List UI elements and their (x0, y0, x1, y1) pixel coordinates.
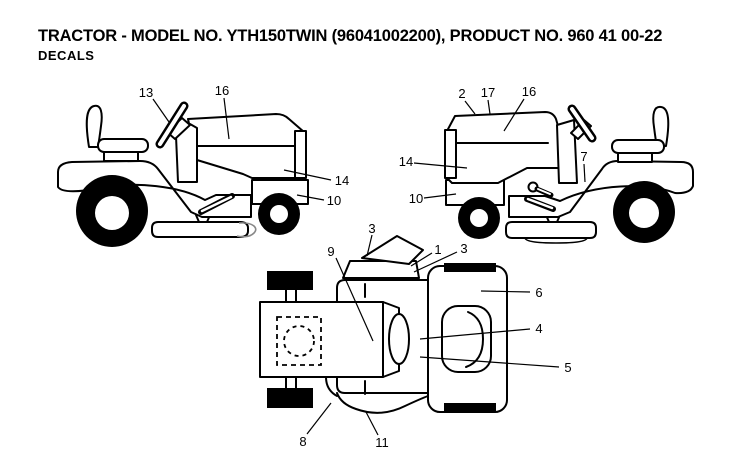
mower-deck (151, 221, 249, 238)
leader-line (487, 99, 491, 115)
mower-deck (505, 221, 597, 239)
grille-bar (294, 130, 307, 179)
callout-13: 13 (139, 85, 153, 100)
lift-lever-inner (526, 197, 554, 210)
rear-wheel-hub (629, 198, 659, 228)
steering-wheel-inner (158, 104, 186, 146)
deck-bulge-arc (336, 392, 429, 414)
page-title: TRACTOR - MODEL NO. YTH150TWIN (96041002… (38, 27, 663, 45)
top-view: 9 3 1 3 6 4 5 8 11 (259, 221, 572, 450)
deck-bulge-corner (325, 376, 338, 397)
front-wheel-hub (470, 209, 488, 227)
seat-cushion (611, 139, 665, 154)
callout-11: 11 (375, 435, 389, 450)
callout-2: 2 (458, 86, 465, 101)
axle-lines (285, 289, 297, 389)
callout-16: 16 (215, 83, 229, 98)
front-wheel-top (267, 271, 313, 290)
fuel-cap-dashed (283, 325, 315, 357)
front-wheel-hub (270, 205, 288, 223)
rear-wheel-bottom (444, 403, 496, 412)
front-wheel-bottom (267, 388, 313, 408)
leader-line (306, 402, 332, 435)
callout-8: 8 (299, 434, 306, 449)
deck-skirt (524, 237, 588, 244)
seat-back (85, 104, 103, 148)
leader-line (419, 356, 560, 368)
leader-line (503, 98, 525, 132)
seat-back-curve (465, 311, 484, 368)
page-subtitle: DECALS (38, 48, 95, 63)
grille-bar (444, 129, 457, 179)
callout-10: 10 (409, 191, 423, 206)
right-side-view: 2 17 16 14 10 7 (399, 84, 694, 244)
hood (446, 111, 561, 184)
callout-1: 1 (434, 242, 441, 257)
leader-line (413, 251, 458, 273)
callout-3b: 3 (460, 241, 467, 256)
callout-5: 5 (564, 360, 571, 375)
callout-3: 3 (368, 221, 375, 236)
callout-6: 6 (535, 285, 542, 300)
rear-wheel-top (444, 263, 496, 272)
leader-line (410, 252, 433, 267)
leader-line (335, 257, 374, 342)
lift-lever-inner (200, 195, 233, 213)
callout-7: 7 (580, 149, 587, 164)
deck-chute-curl (236, 222, 257, 238)
page-header: TRACTOR - MODEL NO. YTH150TWIN (96041002… (38, 27, 662, 63)
leader-line (423, 193, 457, 199)
leader-line (413, 162, 468, 169)
callout-14: 14 (399, 154, 413, 169)
dash-flap (361, 235, 424, 265)
callout-9: 9 (327, 244, 334, 259)
leader-line (583, 163, 586, 183)
leader-line (419, 328, 531, 340)
leader-line (283, 169, 332, 181)
seat-bracket (617, 152, 653, 163)
seat-bracket (103, 151, 139, 162)
steering-wheel-inner (570, 107, 594, 140)
leader-line (152, 98, 170, 123)
steering-wheel-top-view (388, 313, 410, 365)
rear-wheel-hub (95, 196, 129, 230)
seat-cushion (97, 138, 149, 153)
battery-box-dashed (276, 316, 322, 366)
leader-line (365, 411, 379, 436)
callout-17: 17 (481, 85, 495, 100)
callout-10: 10 (327, 193, 341, 208)
leader-line (366, 234, 373, 257)
dash-cowl (556, 119, 578, 184)
leader-line (480, 290, 531, 293)
leader-line (464, 100, 476, 115)
callout-16: 16 (522, 84, 536, 99)
left-side-view: 13 16 14 10 (57, 83, 349, 247)
callout-4: 4 (535, 321, 542, 336)
knob-lever-inner (537, 188, 551, 195)
leader-line (223, 97, 230, 140)
front-chassis (445, 179, 505, 206)
leader-line (296, 194, 325, 201)
body-fender (508, 160, 694, 218)
callout-14: 14 (335, 173, 349, 188)
